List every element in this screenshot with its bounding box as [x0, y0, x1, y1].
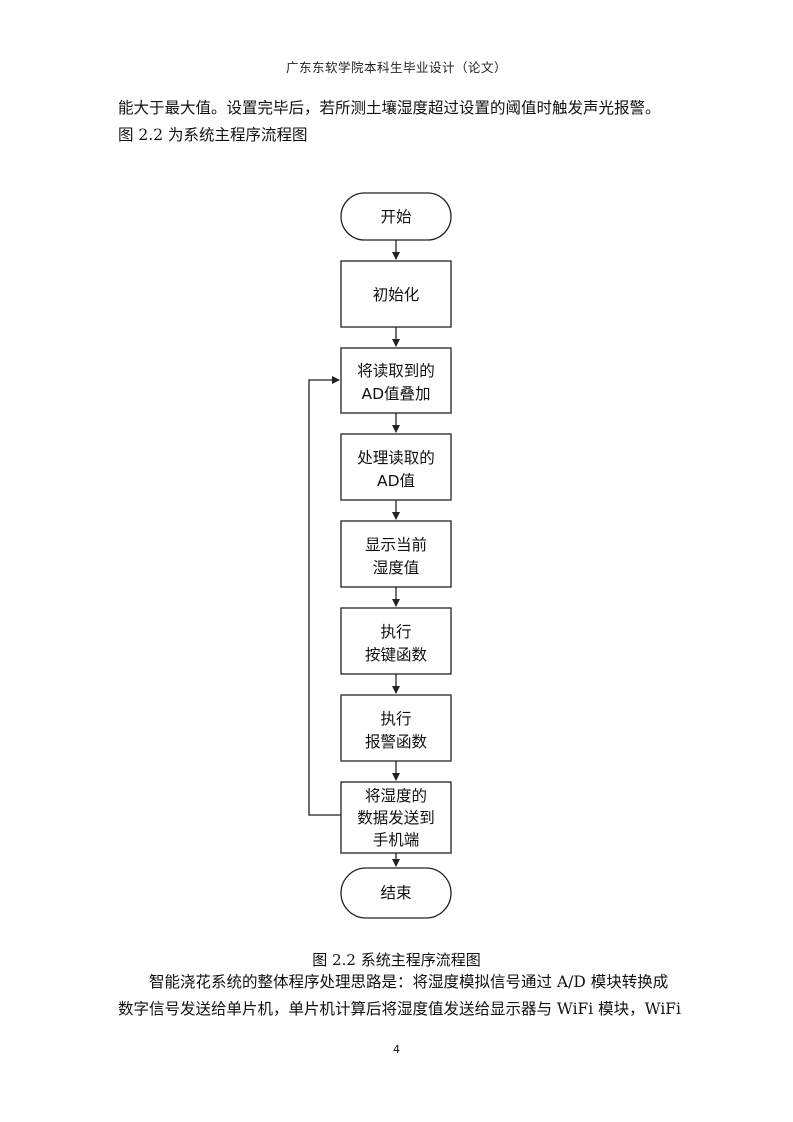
process-ad-box: [340, 433, 452, 501]
end-label: 结束: [380, 884, 411, 902]
loop-connector: [308, 376, 341, 816]
send-label-line2: 数据发送到: [357, 809, 435, 827]
init-box: [340, 260, 452, 328]
read-ad-box: [340, 347, 452, 414]
alarm-label-line2: 报警函数: [365, 733, 428, 751]
start-terminal: [340, 192, 452, 241]
display-label-line2: 湿度值: [373, 559, 420, 577]
process-label-line2: AD值: [377, 472, 415, 490]
send-label-line3: 手机端: [373, 831, 420, 849]
key-label-line2: 按键函数: [365, 646, 428, 664]
alarm-function-box: [340, 694, 452, 762]
body-line: 智能浇花系统的整体程序处理思路是：将湿度模拟信号通过 A/D 模块转换成: [149, 973, 669, 991]
start-label: 开始: [380, 208, 412, 226]
process-label-line1: 处理读取的: [357, 449, 435, 467]
read-label-line1: 将读取到的: [357, 362, 435, 380]
body-line: 能大于最大值。设置完毕后，若所测土壤湿度超过设置的阈值时触发声光报警。: [118, 99, 661, 117]
init-label: 初始化: [373, 286, 420, 304]
body-paragraph-top: 能大于最大值。设置完毕后，若所测土壤湿度超过设置的阈值时触发声光报警。 图 2.…: [118, 95, 678, 149]
figure-caption: 图 2.2 系统主程序流程图: [312, 951, 481, 969]
alarm-label-line1: 执行: [380, 710, 411, 728]
display-humidity-box: [340, 520, 452, 588]
key-label-line1: 执行: [380, 623, 411, 641]
body-line: 数字信号发送给单片机，单片机计算后将湿度值发送给显示器与 WiFi 模块，WiF…: [118, 1000, 682, 1018]
page-header: 广东东软学院本科生毕业设计（论文）: [285, 60, 507, 75]
end-terminal: [340, 867, 452, 919]
page-number: 4: [393, 1043, 400, 1056]
body-paragraph-bottom: 智能浇花系统的整体程序处理思路是：将湿度模拟信号通过 A/D 模块转换成 数字信…: [118, 969, 682, 1023]
body-line: 图 2.2 为系统主程序流程图: [118, 126, 308, 144]
send-to-phone-box: [340, 781, 452, 854]
read-label-line2: AD值叠加: [361, 385, 430, 403]
send-label-line1: 将湿度的: [365, 787, 427, 805]
key-function-box: [340, 607, 452, 675]
display-label-line1: 显示当前: [365, 536, 427, 554]
